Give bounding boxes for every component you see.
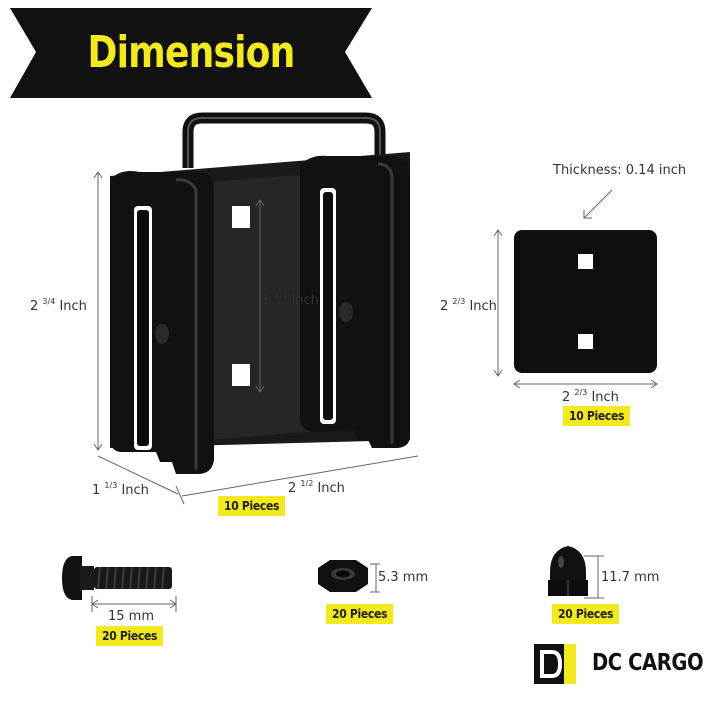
- page-title: Dimension: [87, 26, 295, 78]
- bracket-image: [110, 112, 410, 474]
- nut-height-label: 5.3 mm: [378, 570, 429, 585]
- plate-height-label: 2 2/3 Inch: [440, 297, 497, 314]
- nut-quantity-badge: 20 Pieces: [326, 604, 394, 624]
- bracket-height-label: 2 3/4 Inch: [30, 297, 87, 314]
- bracket-inner-height-label: 1 1/5 Inch: [262, 291, 319, 308]
- brand-logo-icon: [534, 644, 576, 684]
- cap-nut-height-label: 11.7 mm: [601, 570, 660, 585]
- cap-nut-image: [548, 546, 588, 596]
- plate-width-label: 2 2/3 Inch: [562, 388, 619, 405]
- bolt-length-label: 15 mm: [108, 609, 155, 624]
- brand-name: DC CARGO: [592, 650, 704, 676]
- bracket-quantity-badge: 10 Pieces: [218, 496, 286, 516]
- bracket-width-label: 2 1/2 Inch: [288, 479, 345, 496]
- cap-nut-quantity-badge: 20 Pieces: [552, 604, 620, 624]
- bolt-quantity-badge: 20 Pieces: [96, 626, 164, 646]
- plate-quantity-badge: 10 Pieces: [563, 406, 631, 426]
- plate-thickness-label: Thickness: 0.14 inch: [553, 163, 687, 178]
- bracket-depth-label: 1 1/3 Inch: [92, 481, 149, 498]
- plate-image: [514, 230, 657, 373]
- bolt-image: [62, 556, 172, 600]
- nut-image: [318, 560, 368, 592]
